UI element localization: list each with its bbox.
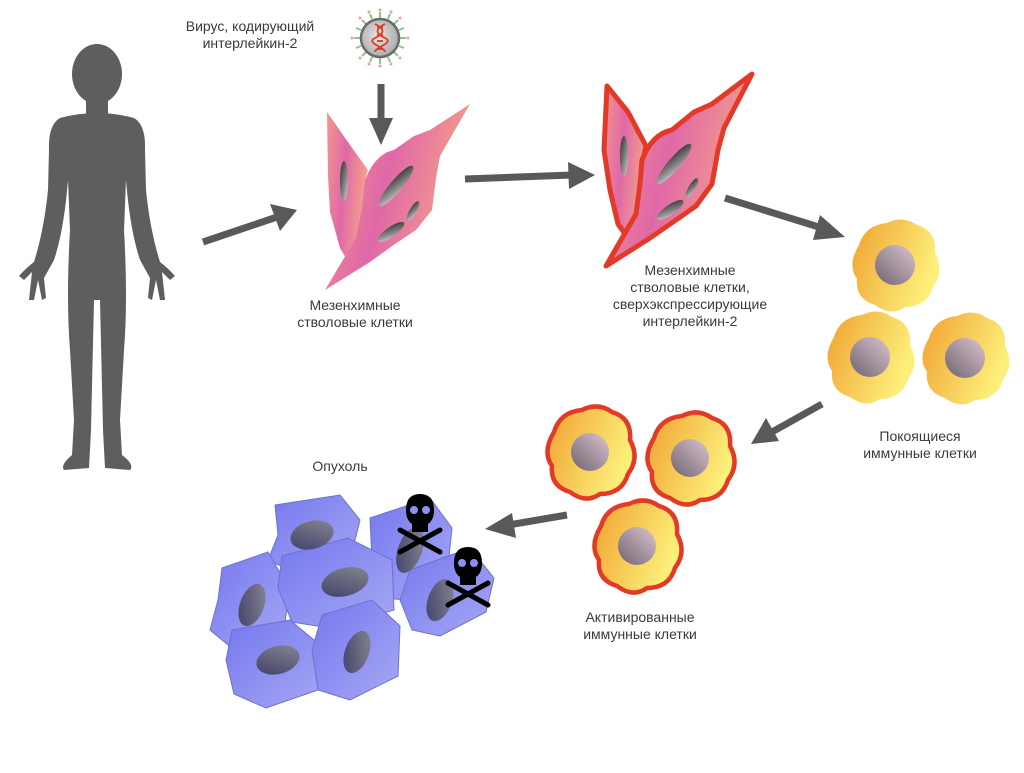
tumor-label: Опухоль — [312, 458, 368, 474]
dna-icon — [371, 23, 389, 53]
virus-label: Вирус, кодирующий интерлейкин-2 — [185, 18, 315, 51]
human-silhouette-icon — [19, 44, 175, 470]
tumor-cells-icon — [209, 494, 495, 709]
immune-cell — [922, 312, 1010, 405]
arrow-resting-to-activated — [751, 400, 824, 444]
mesenchymal-cells-icon — [325, 104, 470, 290]
msc-label: Мезенхимные стволовые клетки — [297, 297, 413, 330]
arrow-msc-il2-to-resting — [723, 194, 845, 240]
resting-immune-label: Покоящиеся иммунные клетки — [863, 428, 977, 461]
skull-crossbones-icon — [445, 547, 491, 608]
mesenchymal-cells-activated-icon — [601, 71, 755, 269]
arrow-virus-to-msc — [369, 84, 393, 145]
arrow-patient-to-msc — [201, 204, 297, 246]
skull-crossbones-icon — [397, 494, 443, 555]
arrow-msc-to-msc-il2 — [464, 162, 595, 189]
activated-immune-label: Активированные иммунные клетки — [583, 609, 697, 642]
activated-immune-cells-icon — [545, 404, 737, 595]
resting-immune-cells-icon — [827, 219, 1010, 405]
msc-il2-label: Мезенхимные стволовые клетки, сверхэкспр… — [612, 262, 768, 329]
immune-cell — [827, 311, 915, 404]
virus-dna-icon — [350, 8, 410, 68]
arrow-activated-to-tumor — [485, 511, 568, 538]
